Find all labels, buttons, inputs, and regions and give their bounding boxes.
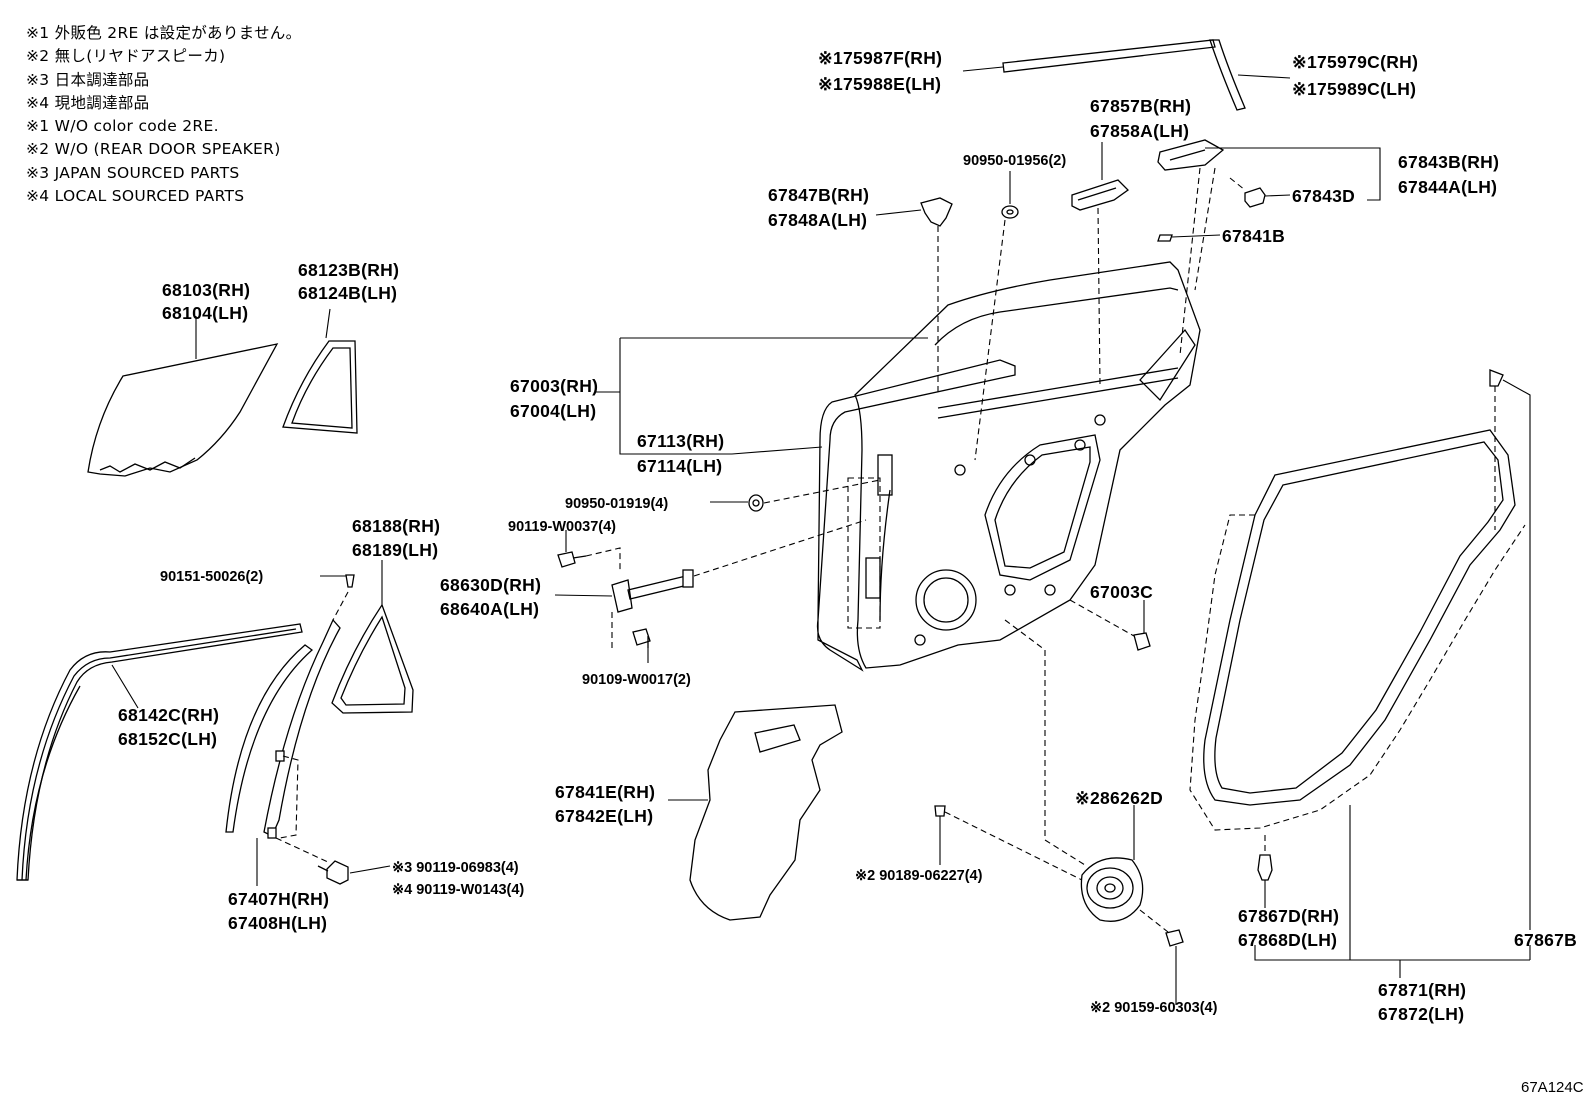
- label-67847b: 67847B(RH): [768, 185, 869, 205]
- quarter-window-68188: [331, 603, 414, 714]
- notes-block: ※1 外販色 2RE は設定がありません。 ※2 無し(リヤドアスピーカ) ※3…: [26, 22, 301, 208]
- label-67872: 67872(LH): [1378, 1004, 1464, 1024]
- note-1-jp: ※1 外販色 2RE は設定がありません。: [26, 24, 302, 42]
- label-75979c: ※175979C(RH): [1292, 52, 1418, 72]
- note-2-jp: ※2 無し(リヤドアスピーカ): [26, 47, 226, 66]
- window-frame-moulding-upper: [1002, 39, 1246, 111]
- hole-plug-67841b: [1157, 234, 1173, 242]
- label-90189-06227: ※2 90189-06227(4): [855, 868, 983, 884]
- label-68640a: 68640A(LH): [440, 599, 539, 619]
- label-67871: 67871(RH): [1378, 980, 1466, 1000]
- label-68104: 68104(LH): [162, 303, 248, 323]
- label-67843d: 67843D: [1292, 186, 1355, 206]
- label-67867b: 67867B: [1514, 930, 1577, 950]
- label-67408h: 67408H(LH): [228, 913, 327, 933]
- bolt-90109-w0017: [632, 628, 651, 648]
- note-4-jp: ※4 現地調達部品: [26, 93, 150, 112]
- clip-67867b: [1489, 369, 1504, 387]
- rear-door-panel-67003: [816, 261, 1201, 672]
- clip-90151-50026: [345, 574, 355, 588]
- label-90950-01956: 90950-01956(2): [963, 153, 1066, 169]
- outside-handle-67843b: [1157, 139, 1225, 171]
- clip-67867d: [1257, 854, 1273, 881]
- outside-handle-frame-67857b: [1071, 179, 1130, 211]
- note-1-en: ※1 W/O color code 2RE.: [26, 117, 219, 136]
- label-67114: 67114(LH): [637, 456, 722, 476]
- door-glass-68103: [87, 343, 279, 477]
- label-90119-06983: ※3 90119-06983(4): [392, 860, 519, 876]
- label-75988e: ※175988E(LH): [818, 74, 941, 94]
- note-3-en: ※3 JAPAN SOURCED PARTS: [26, 163, 240, 182]
- division-bar-67407h: [225, 618, 341, 839]
- door-check-68630d: [611, 569, 694, 613]
- label-90119-w0037: 90119-W0037(4): [508, 519, 616, 535]
- label-90159-60303: ※2 90159-60303(4): [1090, 1000, 1218, 1016]
- label-68142c: 68142C(RH): [118, 705, 219, 725]
- label-68188: 68188(RH): [352, 516, 440, 536]
- label-68123b: 68123B(RH): [298, 260, 399, 280]
- label-67842e: 67842E(LH): [555, 806, 653, 826]
- note-3-jp: ※3 日本調達部品: [26, 70, 150, 89]
- handle-cover-67843d: [1244, 187, 1266, 208]
- part-labels: ※175987F(RH) ※175988E(LH) ※175979C(RH) ※…: [118, 48, 1584, 1096]
- service-hole-cover-67841e: [689, 704, 843, 921]
- label-67003: 67003(RH): [510, 376, 598, 396]
- label-86262d: ※286262D: [1075, 788, 1163, 808]
- window-frame-moulding-68142c: [16, 623, 303, 881]
- clip-90189-06227: [934, 805, 946, 817]
- figure-reference: 67A124C: [1521, 1079, 1584, 1096]
- label-68630d: 68630D(RH): [440, 575, 541, 595]
- label-75987f: ※175987F(RH): [818, 48, 942, 68]
- label-67843b: 67843B(RH): [1398, 152, 1499, 172]
- label-68152c: 68152C(LH): [118, 729, 217, 749]
- label-67858a: 67858A(LH): [1090, 121, 1189, 141]
- rear-door-speaker-86262d: [1080, 857, 1144, 922]
- screw-90119-06983: [317, 860, 349, 885]
- label-90950-01919: 90950-01919(4): [565, 496, 668, 512]
- label-67004: 67004(LH): [510, 401, 596, 421]
- label-67848a: 67848A(LH): [768, 210, 867, 230]
- door-check-bracket-67847b: [920, 197, 953, 227]
- note-4-en: ※4 LOCAL SOURCED PARTS: [26, 187, 245, 206]
- label-90109-w0017: 90109-W0017(2): [582, 672, 691, 688]
- label-68103: 68103(RH): [162, 280, 250, 300]
- label-75989c: ※175989C(LH): [1292, 79, 1416, 99]
- label-67844a: 67844A(LH): [1398, 177, 1497, 197]
- note-2-en: ※2 W/O (REAR DOOR SPEAKER): [26, 140, 281, 159]
- label-67407h: 67407H(RH): [228, 889, 329, 909]
- label-67868d: 67868D(LH): [1238, 930, 1337, 950]
- screw-90159-60303: [1165, 929, 1184, 947]
- label-67841e: 67841E(RH): [555, 782, 655, 802]
- quarter-glass-68123b: [282, 340, 358, 434]
- label-67857b: 67857B(RH): [1090, 96, 1191, 116]
- grommet-90950-01956: [1001, 205, 1019, 219]
- label-67841b: 67841B: [1222, 226, 1285, 246]
- cap-67003c: [1133, 632, 1151, 651]
- bolt-90119-w0037: [557, 551, 587, 568]
- label-67003c: 67003C: [1090, 582, 1153, 602]
- label-90151-50026: 90151-50026(2): [160, 569, 263, 585]
- label-90119-w0143: ※4 90119-W0143(4): [392, 882, 524, 898]
- label-67867d: 67867D(RH): [1238, 906, 1339, 926]
- grommet-90950-01919: [748, 494, 764, 512]
- label-67113: 67113(RH): [637, 431, 724, 451]
- label-68189: 68189(LH): [352, 540, 438, 560]
- door-weatherstrip-67871: [1189, 429, 1526, 831]
- label-68124b: 68124B(LH): [298, 283, 397, 303]
